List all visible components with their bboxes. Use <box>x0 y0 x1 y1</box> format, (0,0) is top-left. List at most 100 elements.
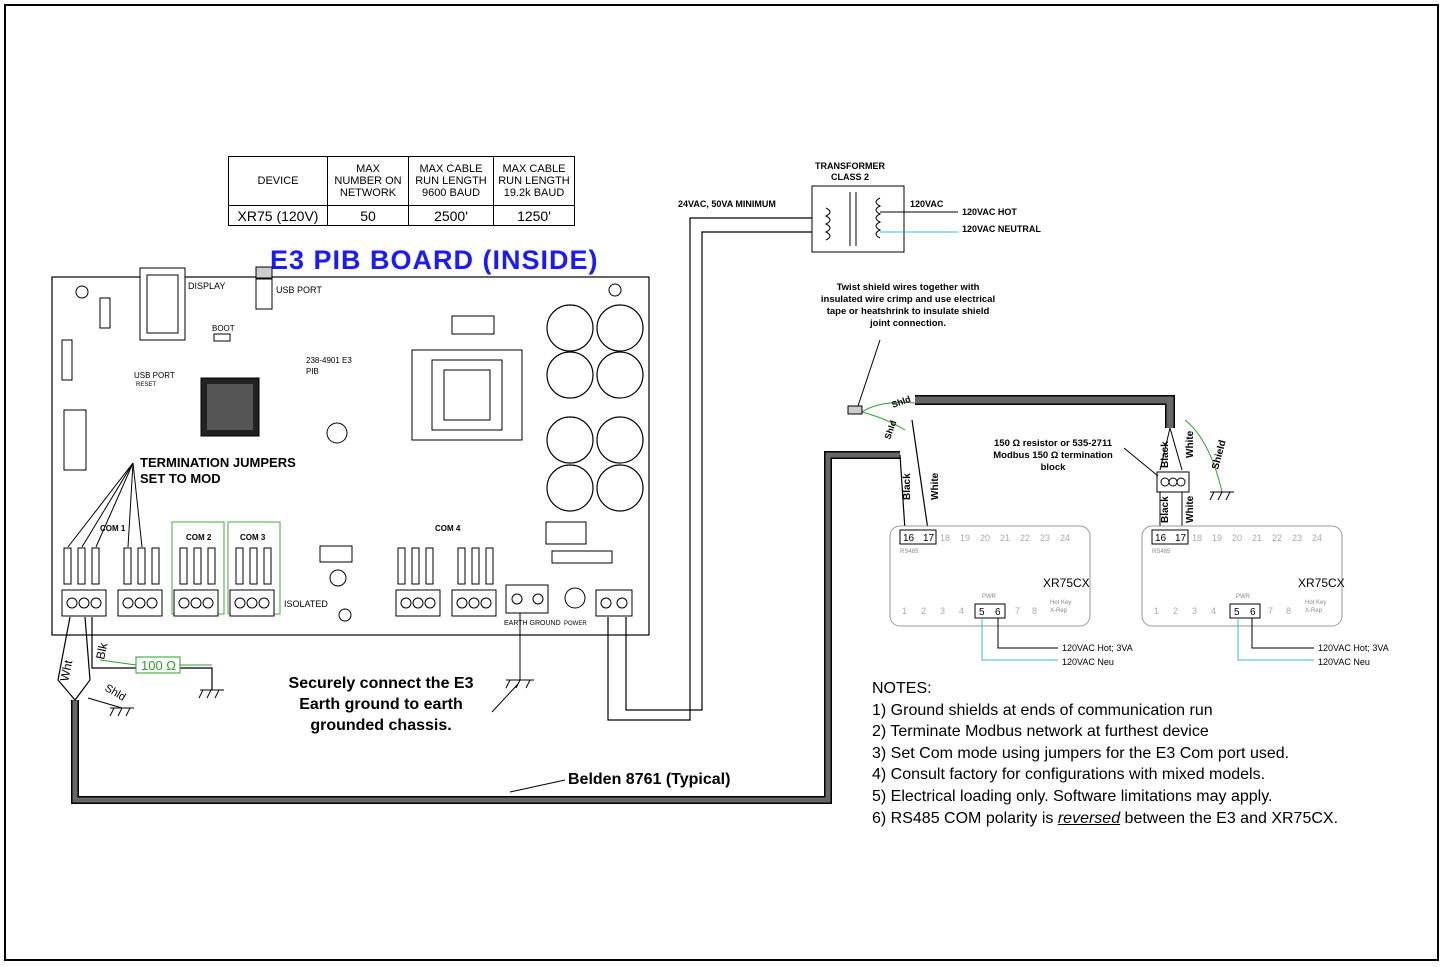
white-label-1: White <box>930 472 941 500</box>
header-pins <box>61 339 73 381</box>
transformer-coil <box>875 197 882 239</box>
capacitors <box>546 304 644 512</box>
shld-label-1: Shld <box>890 394 912 410</box>
pib-label: PIB <box>306 367 319 376</box>
header-pins <box>99 297 111 329</box>
terminal-21: 21 <box>1000 533 1010 543</box>
termination-block <box>1156 471 1190 493</box>
daisy-cable <box>915 396 1174 428</box>
resistor-note: 150 Ω resistor or 535-2711 Modbus 150 Ω … <box>993 438 1113 473</box>
terminal-20: 20 <box>980 533 990 543</box>
svg-text:2: 2 <box>1173 606 1178 616</box>
svg-text:4: 4 <box>959 606 964 616</box>
termination-label: TERMINATION JUMPERS SET TO MOD <box>140 455 296 487</box>
transformer-class: CLASS 2 <box>831 172 869 182</box>
svg-text:Hot Key: Hot Key <box>1305 600 1326 606</box>
svg-text:7: 7 <box>1268 606 1273 616</box>
neutral-label: 120VAC NEUTRAL <box>962 224 1041 234</box>
cell-max-number: 50 <box>327 205 409 226</box>
black-label-2: Black <box>1160 441 1171 468</box>
resistor-100-label: 100 Ω <box>141 658 176 673</box>
terminal-6: 6 <box>995 607 1001 618</box>
svg-text:22: 22 <box>1272 533 1282 543</box>
mount-hole <box>338 608 352 622</box>
ribbon-header <box>63 409 87 471</box>
svg-text:3: 3 <box>940 606 945 616</box>
wht-label: Wht <box>57 658 75 682</box>
transformer-box <box>811 185 905 253</box>
transformer-coil <box>824 207 831 241</box>
shld-label-2: Shld <box>882 419 898 441</box>
com1-label: COM 1 <box>100 524 126 533</box>
hot-key-label: Hot Key <box>1050 600 1071 606</box>
cell-19200: 1250' <box>493 205 575 226</box>
svg-text:1: 1 <box>1154 606 1159 616</box>
xr75cx-model-label-2: XR75CX <box>1298 576 1345 590</box>
mount-hole <box>75 285 89 299</box>
svg-text:24: 24 <box>1312 533 1322 543</box>
header-19200: MAX CABLE RUN LENGTH 19.2k BAUD <box>493 156 575 206</box>
note-6-post: between the E3 and XR75CX. <box>1120 809 1339 827</box>
note-6-pre: 6) RS485 COM polarity is <box>872 809 1058 827</box>
ground-symbol-3 <box>1209 491 1234 501</box>
header-max-number: MAX NUMBER ON NETWORK <box>327 156 409 206</box>
part-label: 238-4901 E3 <box>306 356 352 365</box>
svg-text:3: 3 <box>1192 606 1197 616</box>
svg-text:19: 19 <box>1212 533 1222 543</box>
svg-text:7: 7 <box>1015 606 1020 616</box>
notes: NOTES: 1) Ground shields at ends of comm… <box>872 678 1338 829</box>
svg-text:8: 8 <box>1032 606 1037 616</box>
note-5: 5) Electrical loading only. Software lim… <box>872 787 1273 805</box>
blk-label: Blk <box>93 640 110 660</box>
spec-table: DEVICE MAX NUMBER ON NETWORK MAX CABLE R… <box>228 156 575 226</box>
display-label: DISPLAY <box>188 281 225 291</box>
cell-device: XR75 (120V) <box>228 205 328 226</box>
svg-text:PWR: PWR <box>1236 594 1251 600</box>
svg-text:23: 23 <box>1292 533 1302 543</box>
black-label-1: Black <box>902 473 913 500</box>
transformer-title: TRANSFORMER <box>815 161 885 171</box>
notes-title: NOTES: <box>872 680 932 697</box>
page-frame <box>4 4 1439 961</box>
belden-cable <box>72 452 900 803</box>
earth-note: Securely connect the E3 Earth ground to … <box>288 675 474 734</box>
terminal-23: 23 <box>1040 533 1050 543</box>
svg-text:5: 5 <box>1234 607 1240 618</box>
rs485-label: RS485 <box>900 549 919 555</box>
note-4: 4) Consult factory for configurations wi… <box>872 766 1266 784</box>
usb-port-side-label: USB PORT <box>134 371 175 380</box>
usb-port-top <box>255 266 273 279</box>
power-hot-label-1: 120VAC Hot; 3VA <box>1062 643 1133 653</box>
svg-text:2: 2 <box>921 606 926 616</box>
reset-label: RESET <box>136 382 156 388</box>
terminal-19: 19 <box>960 533 970 543</box>
shld-label-left: Shld <box>103 682 128 703</box>
svg-text:4: 4 <box>1211 606 1216 616</box>
note-6-emphasis: reversed <box>1057 809 1121 827</box>
white-label-3: White <box>1185 495 1196 523</box>
earth-ground-label: EARTH GROUND <box>504 620 561 627</box>
shield-twist <box>861 401 916 413</box>
svg-text:18: 18 <box>1192 533 1202 543</box>
ground-symbol-2 <box>109 707 134 717</box>
svg-text:16: 16 <box>1155 533 1167 544</box>
xr75cx-model-label: XR75CX <box>1043 576 1090 590</box>
terminal-screws <box>66 587 628 609</box>
xr75cx-device-1: 16 17 18 19 20 21 22 23 24 RS485 XR75CX … <box>889 525 1091 627</box>
transformer-onboard <box>411 349 523 441</box>
terminal-17: 17 <box>923 533 935 544</box>
power-neu-label-1: 120VAC Neu <box>1062 657 1114 667</box>
svg-text:8: 8 <box>1286 606 1291 616</box>
board-title: E3 PIB BOARD (INSIDE) <box>270 245 599 275</box>
transformer-primary: 120VAC <box>910 199 944 209</box>
x-rep-label: X-Rep <box>1050 608 1068 614</box>
terminal-5: 5 <box>979 607 985 618</box>
com4-label: COM 4 <box>435 524 461 533</box>
shield-label: Shield <box>1210 439 1228 471</box>
xr75cx-device-2: 16 17 18 19 20 21 22 23 24 RS485 XR75CX … <box>1141 525 1345 627</box>
ground-symbol-earth <box>505 679 534 689</box>
svg-text:RS485: RS485 <box>1152 549 1171 555</box>
spec-table-row: XR75 (120V) 50 2500' 1250' <box>228 205 575 226</box>
black-label-3: Black <box>1160 496 1171 523</box>
